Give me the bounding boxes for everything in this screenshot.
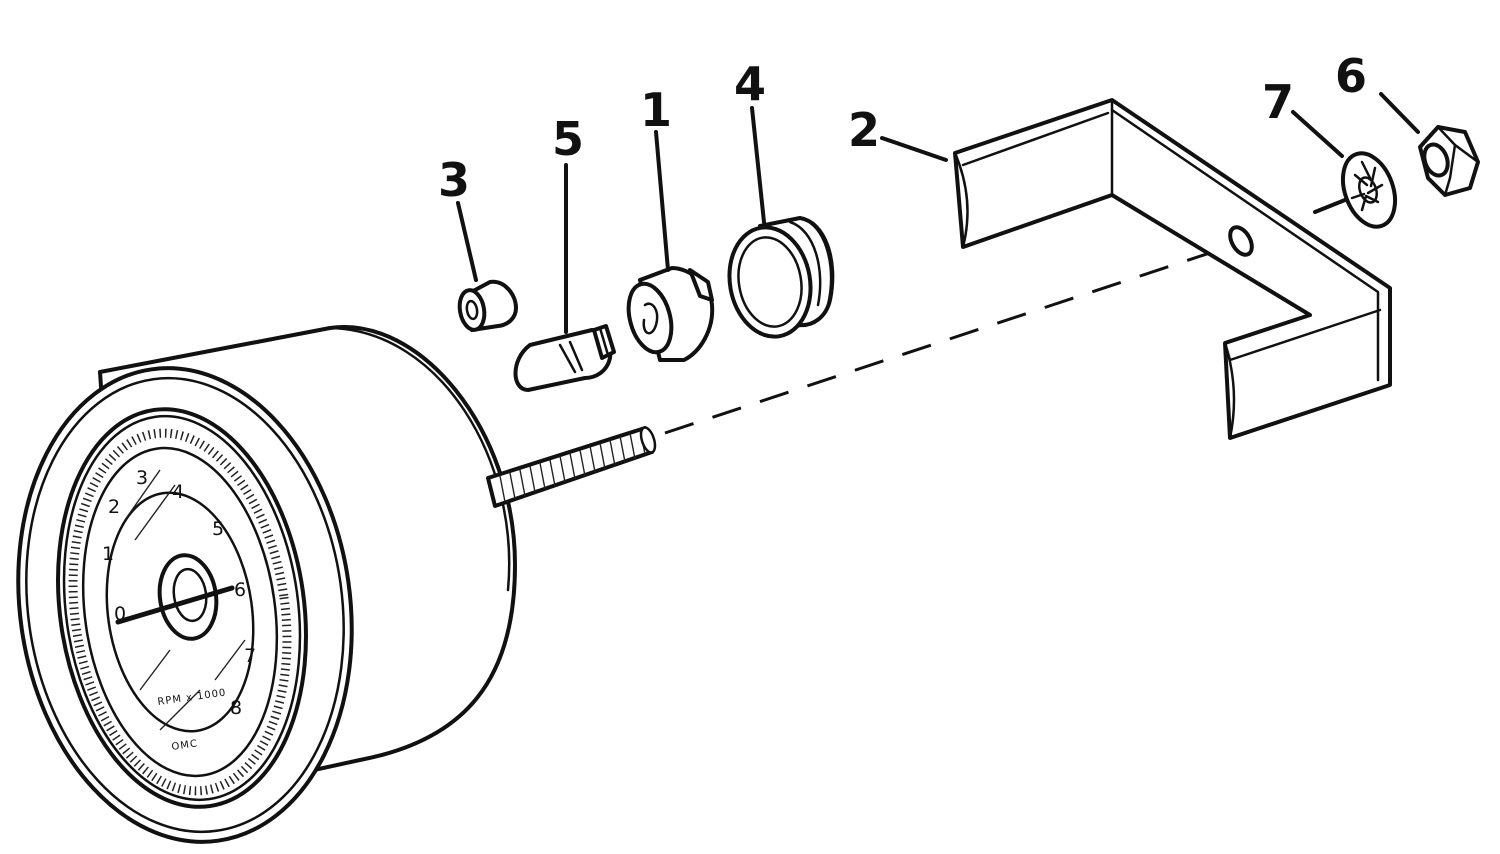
dial-number-1: 1 (102, 543, 114, 565)
callout-6: 6 (1335, 49, 1367, 103)
callout-2: 2 (848, 103, 880, 157)
leader-line-6 (1379, 92, 1420, 134)
threaded-stud (486, 426, 657, 508)
dial-number-7: 7 (244, 645, 256, 667)
bezel-inner (56, 407, 308, 809)
dial-number-8: 8 (230, 697, 242, 719)
mounting-bracket (953, 98, 1392, 440)
part-3-sleeve (457, 279, 518, 332)
leader-line-2 (880, 136, 948, 162)
part-6-hex-nut (1418, 125, 1480, 197)
alignment-dashed-line (664, 241, 1241, 435)
callout-4: 4 (734, 57, 766, 111)
tachometer-housing: 0 1 2 3 4 5 6 7 8 RPM x 1000 OMC (16, 325, 657, 844)
dial-brand-text: OMC (171, 738, 199, 753)
dial-number-6: 6 (234, 579, 246, 601)
dial-number-5: 5 (212, 518, 224, 540)
callout-1: 1 (640, 83, 672, 137)
part-5-bulb (513, 324, 616, 392)
leader-line-1 (654, 130, 670, 272)
part-1-socket (626, 266, 715, 362)
part-4-grommet (727, 216, 835, 339)
dial-number-4: 4 (172, 481, 184, 503)
leader-line-7b (1313, 198, 1347, 214)
dial-number-2: 2 (108, 496, 120, 518)
callout-7: 7 (1262, 75, 1294, 129)
dial-number-3: 3 (136, 467, 148, 489)
leader-line-7 (1291, 110, 1344, 158)
callout-5: 5 (552, 112, 584, 166)
callout-3: 3 (438, 153, 470, 207)
bracket-hole (1228, 225, 1254, 257)
dial-number-0: 0 (114, 603, 126, 625)
dial-needle (115, 585, 235, 625)
part-7-lock-washer (1340, 151, 1398, 229)
leader-line-4 (750, 106, 766, 224)
leader-line-3 (456, 201, 478, 282)
